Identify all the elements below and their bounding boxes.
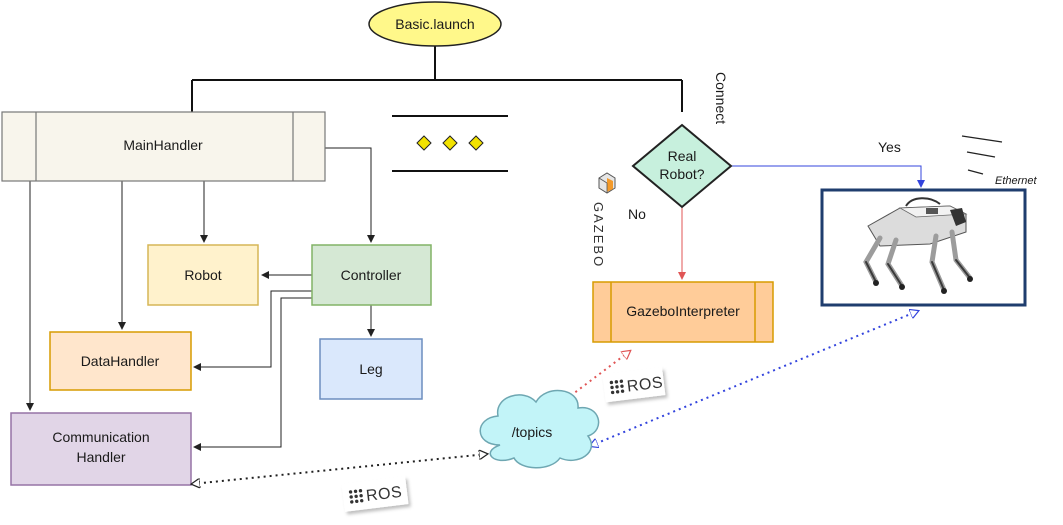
gazebo-interpreter-node[interactable]: GazeboInterpreter [592,281,774,343]
topics-label: /topics [512,424,552,440]
ros-logo-icon: ROS [602,367,666,403]
gazebo-logo-text: GAZEBO [591,202,606,268]
main-handler-node[interactable]: MainHandler [1,111,326,182]
comm-handler-label-line2: Handler [76,449,125,465]
edge-comm-topics [192,454,487,484]
launch-label: Basic.launch [395,16,474,32]
edge-topics-robot [590,311,918,446]
connect-label: Connect [713,72,729,124]
data-handler-label: DataHandler [81,353,160,369]
gazebo-logo-icon: GAZEBO [591,172,616,268]
topics-cloud-node[interactable]: /topics [479,389,600,469]
main-handler-label: MainHandler [123,137,203,153]
real-robot-node[interactable] [820,188,1027,307]
comm-handler-node[interactable]: Communication Handler [10,412,192,486]
leg-node[interactable]: Leg [319,338,423,400]
robot-label: Robot [184,267,221,283]
no-label: No [628,206,646,222]
ethernet-label: Ethernet [995,175,1038,187]
edge-controller-datahandler [193,290,312,371]
yes-label: Yes [878,139,901,155]
decision-label-line2: Robot? [659,166,704,182]
diamond-ellipsis-icon [392,115,508,172]
quadruped-robot-image [863,197,973,294]
ros-logo-icon: ROS [341,476,409,512]
leg-label: Leg [359,361,382,377]
ros-logo-text-2: ROS [365,484,403,505]
edge-yes [731,165,925,188]
robot-node[interactable]: Robot [147,244,259,306]
launch-node[interactable]: Basic.launch [368,1,502,47]
controller-node[interactable]: Controller [311,244,432,306]
comm-handler-label-line1: Communication [52,429,149,445]
ethernet-lines [961,135,1003,175]
gazebo-interpreter-label: GazeboInterpreter [626,303,740,319]
edge-main-controller [325,147,375,243]
ros-logo-text-1: ROS [626,374,664,395]
edge-controller-comm [193,297,312,451]
decision-label-line1: Real [668,148,697,164]
real-robot-decision-node[interactable]: Real Robot? [631,123,733,209]
controller-label: Controller [341,267,402,283]
launch-tree-connector [191,46,683,112]
data-handler-node[interactable]: DataHandler [49,331,192,391]
